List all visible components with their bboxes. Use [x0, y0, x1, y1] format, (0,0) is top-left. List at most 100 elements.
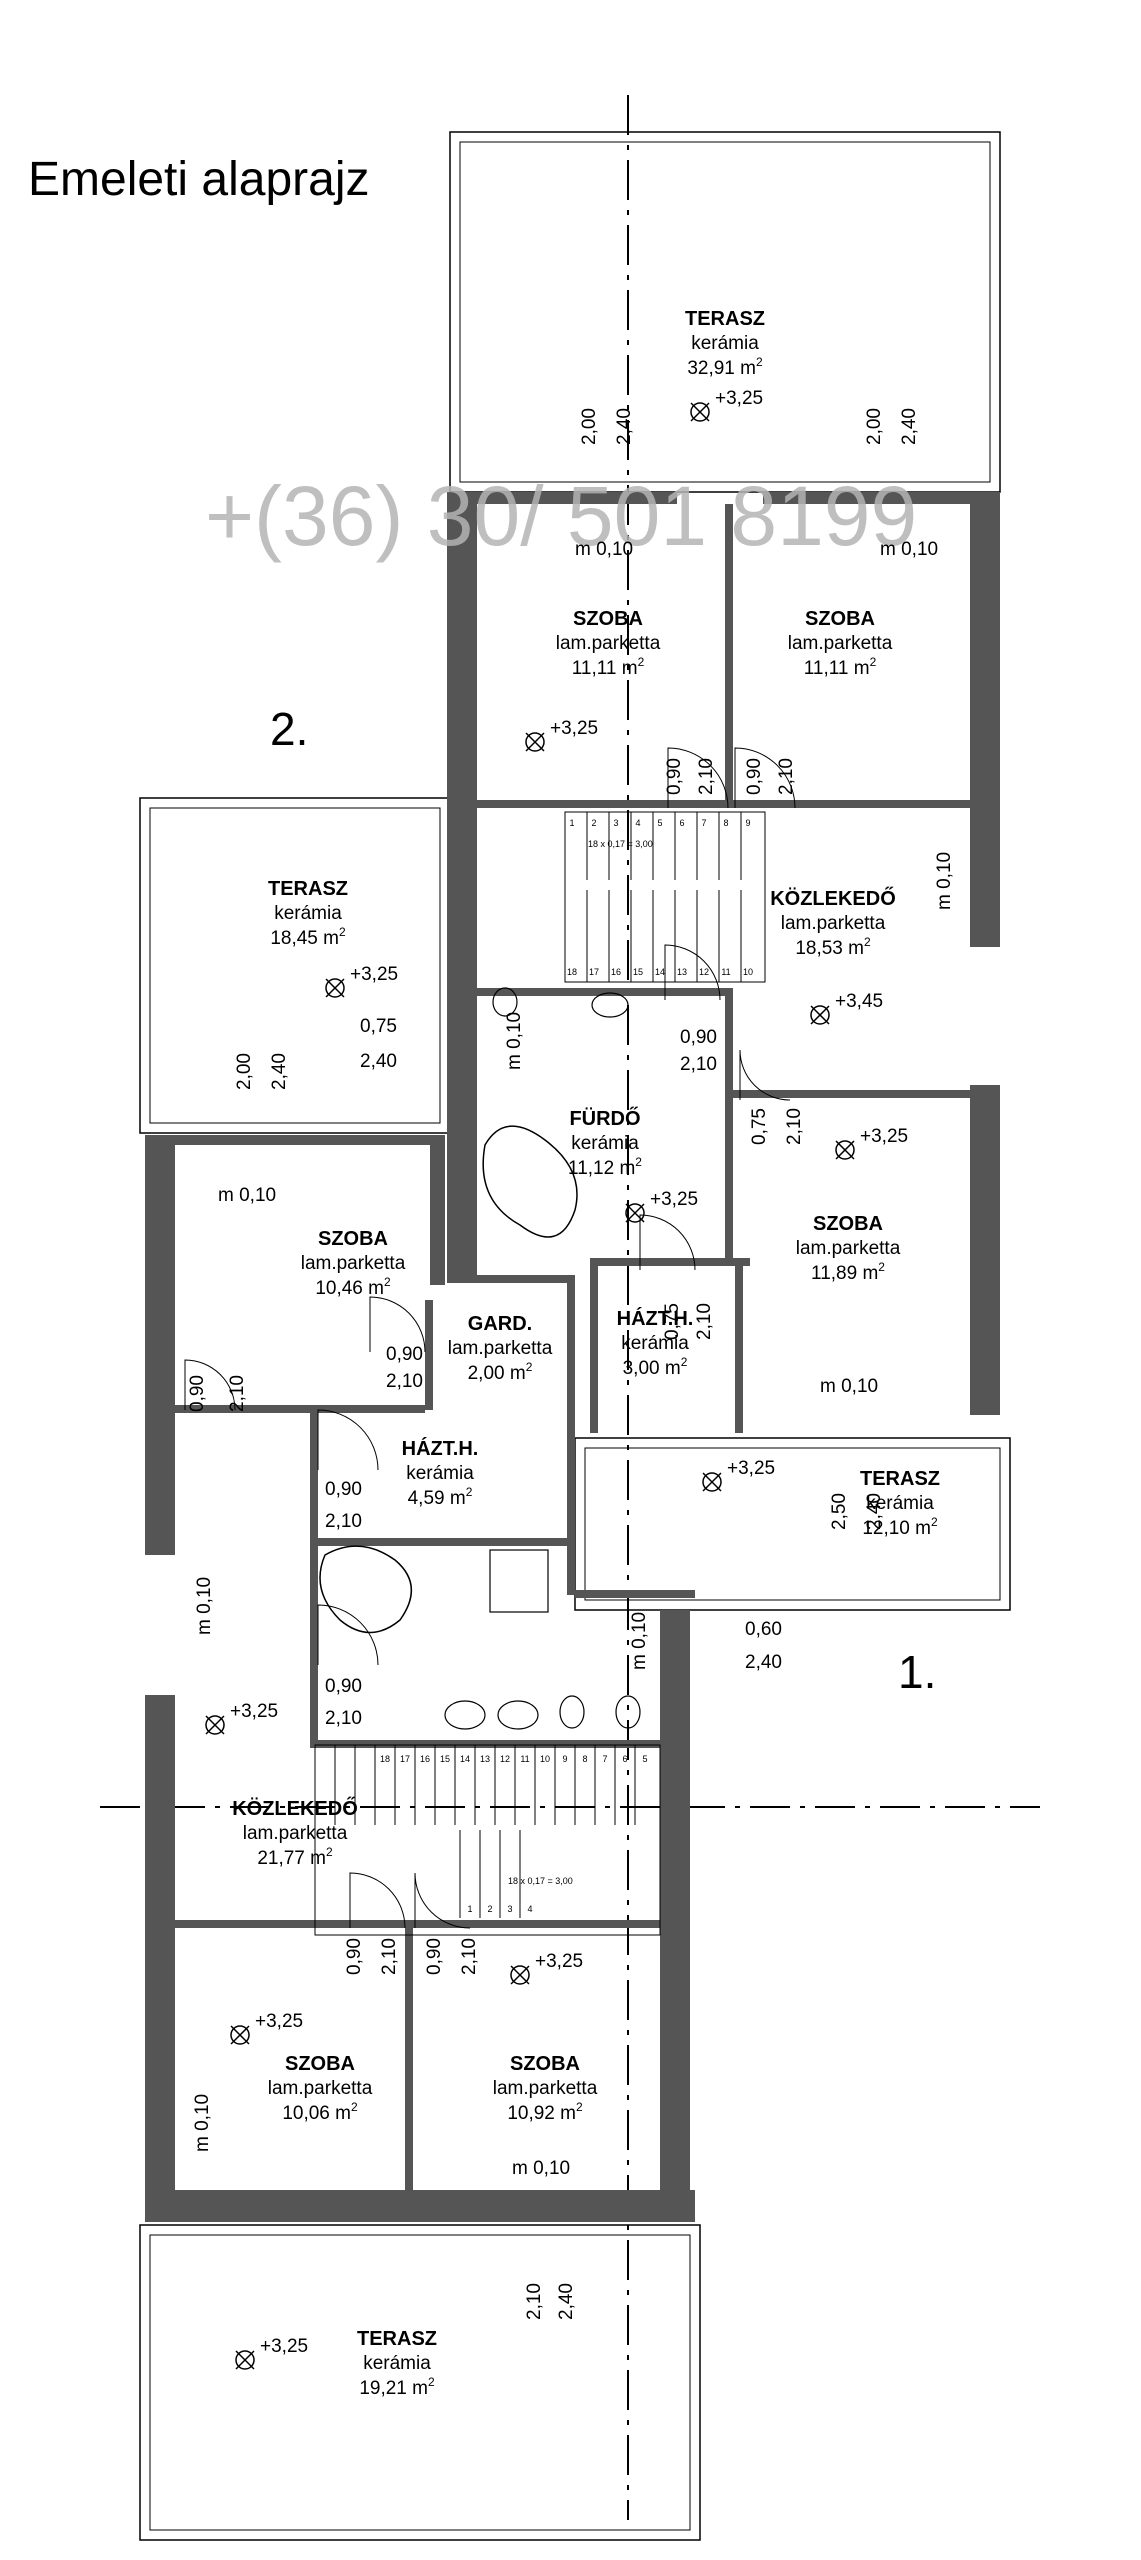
- wall-room3-top: [733, 1090, 970, 1098]
- room-area: 19,21 m2: [359, 2375, 435, 2399]
- dimension-label: 2,10: [524, 2283, 545, 2320]
- room-area-exponent: 2: [638, 655, 645, 669]
- dimension-label: 0,75: [662, 1303, 683, 1340]
- dimension-label: m 0,10: [629, 1612, 650, 1670]
- dimension-label: 0,90: [386, 1344, 423, 1365]
- room-area: 4,59 m2: [408, 1485, 473, 1509]
- stair-step-number: 4: [635, 818, 640, 828]
- room-name: SZOBA: [573, 608, 643, 630]
- stair-step-number: 1: [467, 1904, 472, 1914]
- dimension-label: 0,90: [424, 1938, 445, 1975]
- door-arc-szoba5: [349, 1872, 406, 1929]
- room-area: 32,91 m2: [687, 355, 763, 379]
- room-area-exponent: 2: [466, 1485, 473, 1499]
- dimension-label: 2,10: [680, 1054, 717, 1075]
- level-marker-cross: [835, 1140, 855, 1160]
- room-name: SZOBA: [510, 2053, 580, 2075]
- room-name: KÖZLEKEDŐ: [770, 887, 896, 910]
- room-name: KÖZLEKEDŐ: [232, 1797, 358, 1820]
- wall-upper-top-a: [477, 492, 677, 504]
- door-arc-hazth: [639, 1214, 696, 1271]
- level-marker: [230, 2025, 250, 2045]
- dimension-label: 0,90: [325, 1479, 362, 1500]
- stair-step-number: 1: [569, 818, 574, 828]
- phone-watermark: +(36) 30/ 501 8199: [205, 469, 917, 563]
- room-area-unit: m: [740, 358, 756, 379]
- room-finish: kerámia: [621, 1333, 689, 1354]
- door-arc-room1: [667, 747, 729, 809]
- dimension-label: m 0,10: [820, 1376, 878, 1397]
- wall-room2-bottom: [725, 800, 970, 808]
- level-marker-cross: [525, 732, 545, 752]
- level-marker-cross: [230, 2025, 250, 2045]
- wall-hazth2-left: [310, 1413, 318, 1548]
- dimension-label: 2,10: [379, 1938, 400, 1975]
- unit-label-2: 2.: [270, 703, 308, 755]
- dimension-label: 2,40: [614, 408, 635, 445]
- level-marker: [235, 2350, 255, 2370]
- level-marker-cross: [702, 1472, 722, 1492]
- stair-step-number: 7: [701, 818, 706, 828]
- terrace-right-outline-inner: [584, 1447, 1001, 1601]
- sink-lower-1: [444, 1700, 486, 1730]
- level-marker-cross: [690, 402, 710, 422]
- dimension-label: 2,40: [269, 1053, 290, 1090]
- dimension-label: 0,90: [680, 1027, 717, 1048]
- room-area-exponent: 2: [351, 2100, 358, 2114]
- room-area-unit: m: [665, 1358, 681, 1379]
- dimension-label: 2,40: [899, 408, 920, 445]
- stair-step-number: 6: [679, 818, 684, 828]
- wall-upper-top-b: [763, 492, 970, 504]
- room-area-exponent: 2: [870, 655, 877, 669]
- room-area: 18,45 m2: [270, 925, 346, 949]
- room-area-value: 4,59: [408, 1488, 450, 1509]
- level-marker-cross: [235, 2350, 255, 2370]
- plan-title: Emeleti alaprajz: [28, 153, 369, 206]
- room-name: TERASZ: [685, 308, 765, 330]
- room-area: 11,11 m2: [572, 655, 645, 679]
- room-area-unit: m: [854, 658, 870, 679]
- dimension-label: m 0,10: [934, 852, 955, 910]
- room-area-value: 3,00: [623, 1358, 665, 1379]
- stair-step-number: 17: [400, 1754, 410, 1764]
- door-arc-hazth2: [317, 1409, 379, 1471]
- room-area: 2,00 m2: [468, 1360, 533, 1384]
- room-area-value: 11,12: [568, 1158, 619, 1179]
- stair-step-number: 18: [380, 1754, 390, 1764]
- dimension-label: 2,40: [360, 1051, 397, 1072]
- room-name: TERASZ: [860, 1468, 940, 1490]
- room-finish: kerámia: [406, 1463, 474, 1484]
- level-marker: [625, 1203, 645, 1223]
- wall-gard-right: [425, 1300, 433, 1410]
- door-arc-szoba4: [184, 1359, 236, 1411]
- terrace-left-outline: [139, 797, 451, 1134]
- wall-bath2-left: [310, 1540, 318, 1745]
- room-finish: lam.parketta: [243, 1823, 348, 1844]
- stair-step-number: 17: [589, 967, 599, 977]
- dimension-label: 0,90: [664, 758, 685, 795]
- terrace-top-outline-inner: [459, 141, 991, 483]
- room-area-exponent: 2: [526, 1360, 533, 1374]
- room-area-unit: m: [450, 1488, 466, 1509]
- stair-lower-outline: [314, 1744, 661, 1936]
- terrace-right-outline: [574, 1437, 1011, 1611]
- stair-step-number: 15: [633, 967, 643, 977]
- room-area-unit: m: [915, 1518, 931, 1539]
- room-name: GARD.: [468, 1313, 532, 1335]
- room-finish: lam.parketta: [556, 633, 661, 654]
- stair-step-number: 10: [743, 967, 753, 977]
- room-area-value: 18,53: [795, 938, 848, 959]
- level-marker: [510, 1965, 530, 1985]
- stair-step-number: 15: [440, 1754, 450, 1764]
- wall-szoba4-bottom: [175, 1405, 425, 1413]
- stair-note-lower: 18 x 0,17 = 3,00: [508, 1876, 573, 1886]
- wall-hazth-right: [735, 1258, 743, 1433]
